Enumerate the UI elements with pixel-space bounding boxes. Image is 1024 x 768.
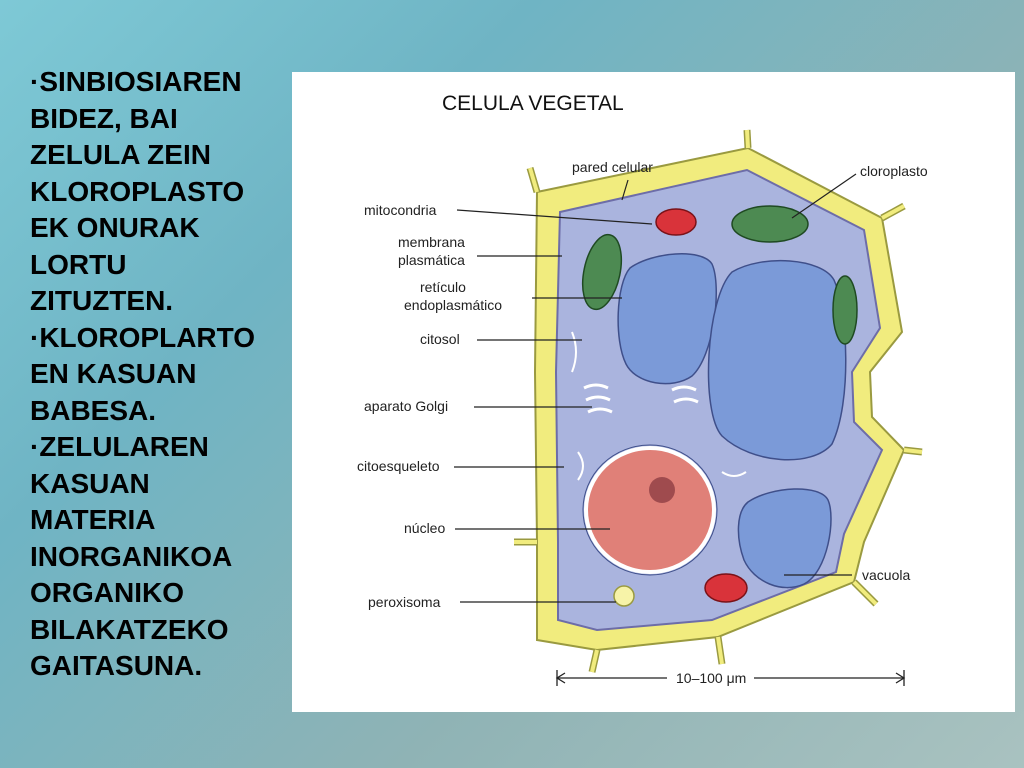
scale-label: 10–100 μm bbox=[676, 670, 746, 686]
vacuole bbox=[707, 259, 847, 461]
text-line: BABESA. bbox=[30, 394, 157, 426]
scale-bar bbox=[555, 670, 906, 686]
text-line: BILAKATZEKO bbox=[30, 613, 229, 645]
label-membrana: membrana bbox=[398, 234, 465, 250]
text-line: KLOROPLASTO bbox=[30, 175, 245, 207]
text-line: ·ZELULAREN bbox=[30, 431, 209, 462]
text-line: ·SINBIOSIAREN bbox=[30, 66, 242, 97]
label-nucleo: núcleo bbox=[404, 520, 445, 536]
nucleus bbox=[584, 446, 716, 574]
endoplasmic-reticulum bbox=[571, 331, 747, 481]
text-line: ZELULA ZEIN bbox=[30, 139, 211, 170]
scale-arrow-right-icon bbox=[895, 672, 906, 684]
nucleolus bbox=[649, 477, 675, 503]
scale-arrow-left-icon bbox=[555, 672, 566, 684]
chloroplast bbox=[731, 205, 809, 243]
label-pared-celular: pared celular bbox=[572, 159, 653, 175]
plant-cell-diagram: CELULA VEGETAL bbox=[357, 92, 928, 686]
label-mitocondria: mitocondria bbox=[364, 202, 437, 218]
mitochondrion bbox=[704, 573, 748, 603]
peroxisome bbox=[613, 585, 635, 607]
slide-text: ·SINBIOSIAREN BIDEZ, BAI ZELULA ZEIN KLO… bbox=[30, 64, 300, 685]
label-citoesqueleto: citoesqueleto bbox=[357, 458, 440, 474]
vacuole bbox=[617, 253, 717, 385]
leader-line bbox=[456, 209, 653, 225]
text-line: LORTU bbox=[30, 248, 127, 280]
leader-lines bbox=[454, 173, 857, 603]
label-peroxisoma: peroxisoma bbox=[368, 594, 441, 610]
label-vacuola: vacuola bbox=[862, 567, 910, 583]
text-line: EN KASUAN bbox=[30, 358, 197, 389]
leader-line bbox=[791, 173, 857, 219]
label-cloroplasto: cloroplasto bbox=[860, 163, 928, 179]
text-line: ORGANIKO bbox=[30, 577, 184, 608]
diagram-title: CELULA VEGETAL bbox=[442, 92, 624, 115]
text-line: MATERIA bbox=[30, 504, 156, 535]
label-citosol: citosol bbox=[420, 331, 460, 347]
chloroplast bbox=[581, 233, 623, 311]
plant-cell-figure: CELULA VEGETAL bbox=[292, 72, 1015, 712]
text-line: BIDEZ, BAI bbox=[30, 102, 178, 134]
label-plasmatica: plasmática bbox=[398, 252, 465, 268]
vacuole bbox=[737, 488, 832, 589]
label-reticulo: retículo bbox=[420, 279, 466, 295]
nucleus-envelope bbox=[582, 444, 718, 576]
text-line: ·KLOROPLARTO bbox=[30, 321, 256, 353]
text-line: EK ONURAK bbox=[30, 212, 200, 243]
label-aparato-golgi: aparato Golgi bbox=[364, 398, 448, 414]
text-line: ZITUZTEN. bbox=[30, 285, 174, 316]
text-line: INORGANIKOA bbox=[30, 540, 233, 572]
golgi-apparatus bbox=[583, 383, 699, 414]
text-line: GAITASUNA. bbox=[30, 650, 203, 681]
wall-stub bbox=[514, 129, 923, 673]
text-line: KASUAN bbox=[30, 467, 150, 499]
mitochondrion bbox=[655, 208, 697, 236]
label-endoplasmatico: endoplasmático bbox=[404, 297, 502, 313]
leader-line bbox=[621, 179, 629, 201]
chloroplast bbox=[832, 275, 858, 345]
